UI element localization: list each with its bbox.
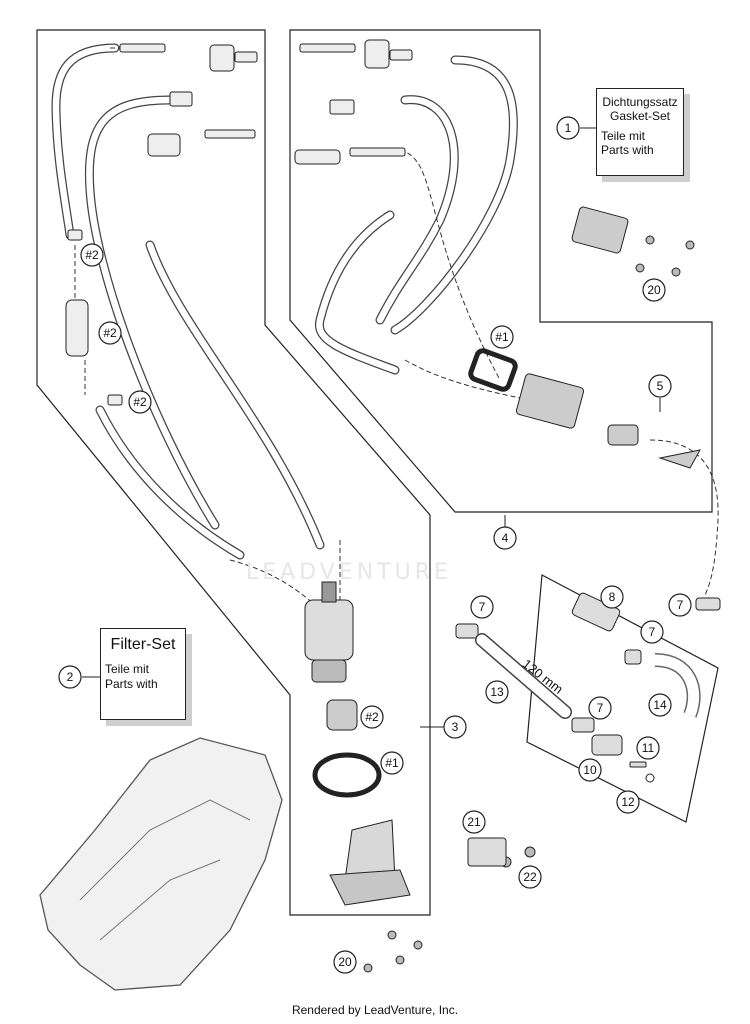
- callout-11: 11: [642, 741, 655, 755]
- callout-21: 21: [467, 815, 481, 829]
- fuel-tank: [39, 737, 283, 991]
- callout-20: 20: [647, 283, 661, 297]
- ref-2: #2: [85, 248, 99, 262]
- callout-2: 2: [67, 670, 74, 684]
- callout-5: 5: [657, 379, 664, 393]
- filter-line2: Parts with: [105, 677, 158, 691]
- filter-line1: Teile mit: [105, 662, 150, 676]
- ref-1: #1: [385, 756, 399, 770]
- watermark: LEADVENTURE: [246, 560, 452, 585]
- callout-8: 8: [609, 590, 616, 604]
- filter-title: Filter-Set: [110, 636, 176, 653]
- group-4-frame: [289, 29, 713, 513]
- callout-7: 7: [677, 598, 684, 612]
- ref-2: #2: [365, 710, 379, 724]
- callout-3: 3: [452, 720, 459, 734]
- ref-2: #2: [133, 395, 147, 409]
- fuel-pump: [304, 581, 411, 906]
- gasket-line4: Parts with: [601, 143, 654, 157]
- ref-1: #1: [495, 330, 509, 344]
- gasket-line1: Dichtungssatz: [602, 95, 678, 109]
- callout-12: 12: [621, 795, 635, 809]
- callout-14: 14: [653, 698, 667, 712]
- callout-1: 1: [565, 121, 572, 135]
- callout-10: 10: [583, 763, 597, 777]
- filter-set-box: Filter-Set Teile mit Parts with: [100, 628, 186, 720]
- gasket-set-box: Dichtungssatz Gasket-Set Teile mit Parts…: [596, 88, 684, 176]
- gasket-line3: Teile mit: [601, 129, 646, 143]
- footer-credit: Rendered by LeadVenture, Inc.: [291, 1003, 459, 1017]
- callout-13: 13: [490, 685, 504, 699]
- ref-2: #2: [103, 326, 117, 340]
- callout-22: 22: [523, 870, 537, 884]
- callout-7: 7: [597, 701, 604, 715]
- callout-4: 4: [502, 531, 509, 545]
- callout-7: 7: [649, 625, 656, 639]
- callout-20: 20: [338, 955, 352, 969]
- group-3-frame: [36, 29, 431, 916]
- gasket-line2: Gasket-Set: [609, 109, 671, 123]
- callout-7: 7: [479, 600, 486, 614]
